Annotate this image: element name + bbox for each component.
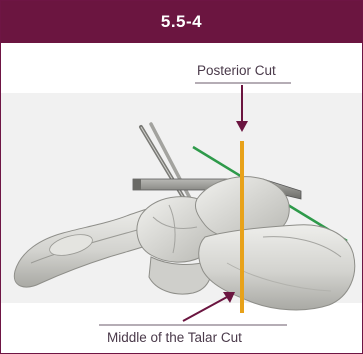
posterior-cut-line <box>240 141 244 313</box>
figure-title: 5.5-4 <box>161 12 202 32</box>
foot-osteotomy-illustration: Posterior Cut <box>1 43 362 353</box>
posterior-cut-label: Posterior Cut <box>197 63 276 78</box>
figure-header: 5.5-4 <box>1 1 362 43</box>
middle-talar-cut-label: Middle of the Talar Cut <box>107 330 242 345</box>
